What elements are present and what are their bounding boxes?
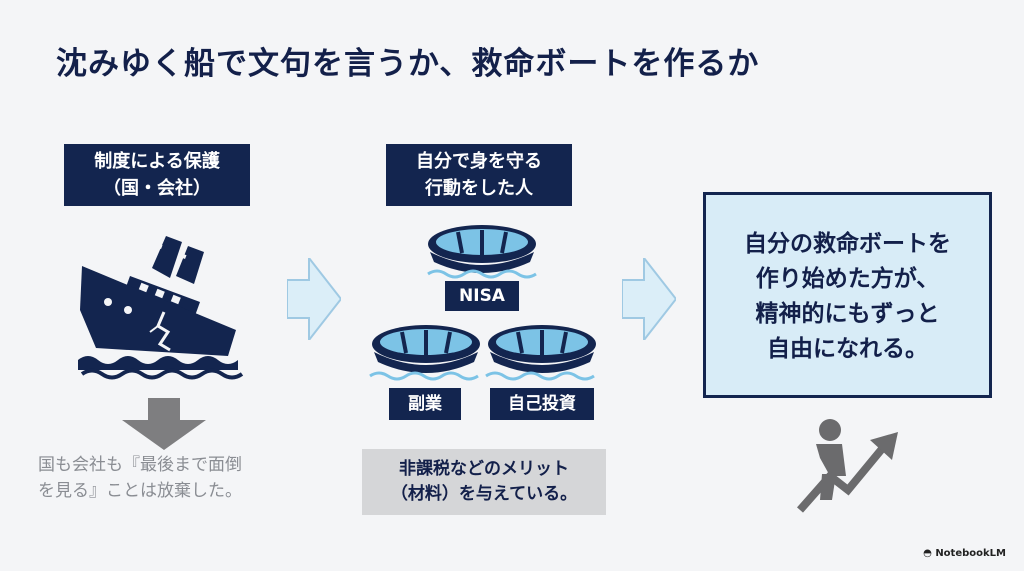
tag-nisa: NISA (445, 281, 519, 311)
merit-note-line2: （材料）を与えている。 (390, 484, 578, 504)
institutional-protection-label: 制度による保護 （国・会社） (64, 144, 250, 206)
right-arrow-icon (287, 258, 341, 340)
conclusion-line1: 自分の救命ボートを (744, 231, 951, 257)
notebooklm-credit: ◓ NotebookLM (923, 548, 1006, 559)
page-title: 沈みゆく船で文句を言うか、救命ボートを作るか (56, 46, 760, 82)
self-protection-label: 自分で身を守る 行動をした人 (386, 144, 572, 206)
lifeboat-icon (485, 325, 596, 381)
merit-note-line1: 非課税などのメリット (399, 459, 569, 479)
tag-side-job: 副業 (389, 388, 461, 420)
institutional-protection-line1: 制度による保護 (94, 151, 220, 172)
right-arrow-icon (622, 258, 676, 340)
notebooklm-credit-text: NotebookLM (935, 548, 1006, 559)
lifeboat-icon (369, 325, 480, 381)
notebooklm-logo-icon: ◓ (923, 548, 936, 559)
conclusion-box: 自分の救命ボートを 作り始めた方が、 精神的にもずっと 自由になれる。 (703, 192, 992, 398)
person-rising-arrow-icon (797, 419, 898, 513)
self-protection-line1: 自分で身を守る (416, 151, 542, 172)
institutional-protection-line2: （国・会社） (103, 178, 211, 199)
tag-self-investment: 自己投資 (490, 388, 594, 420)
self-protection-line2: 行動をした人 (425, 178, 533, 199)
conclusion-line2: 作り始めた方が、 (755, 266, 940, 292)
conclusion-line3: 精神的にもずっと (755, 301, 940, 327)
merit-note: 非課税などのメリット （材料）を与えている。 (362, 449, 606, 515)
abandonment-note-line2: を見る』ことは放棄した。 (38, 481, 242, 501)
lifeboat-icon (427, 225, 537, 279)
abandonment-note: 国も会社も『最後まで面倒 を見る』ことは放棄した。 (38, 452, 328, 504)
down-arrow-icon (122, 398, 206, 450)
abandonment-note-line1: 国も会社も『最後まで面倒 (38, 455, 242, 475)
sinking-ship-icon (78, 236, 244, 380)
conclusion-line4: 自由になれる。 (767, 336, 928, 362)
